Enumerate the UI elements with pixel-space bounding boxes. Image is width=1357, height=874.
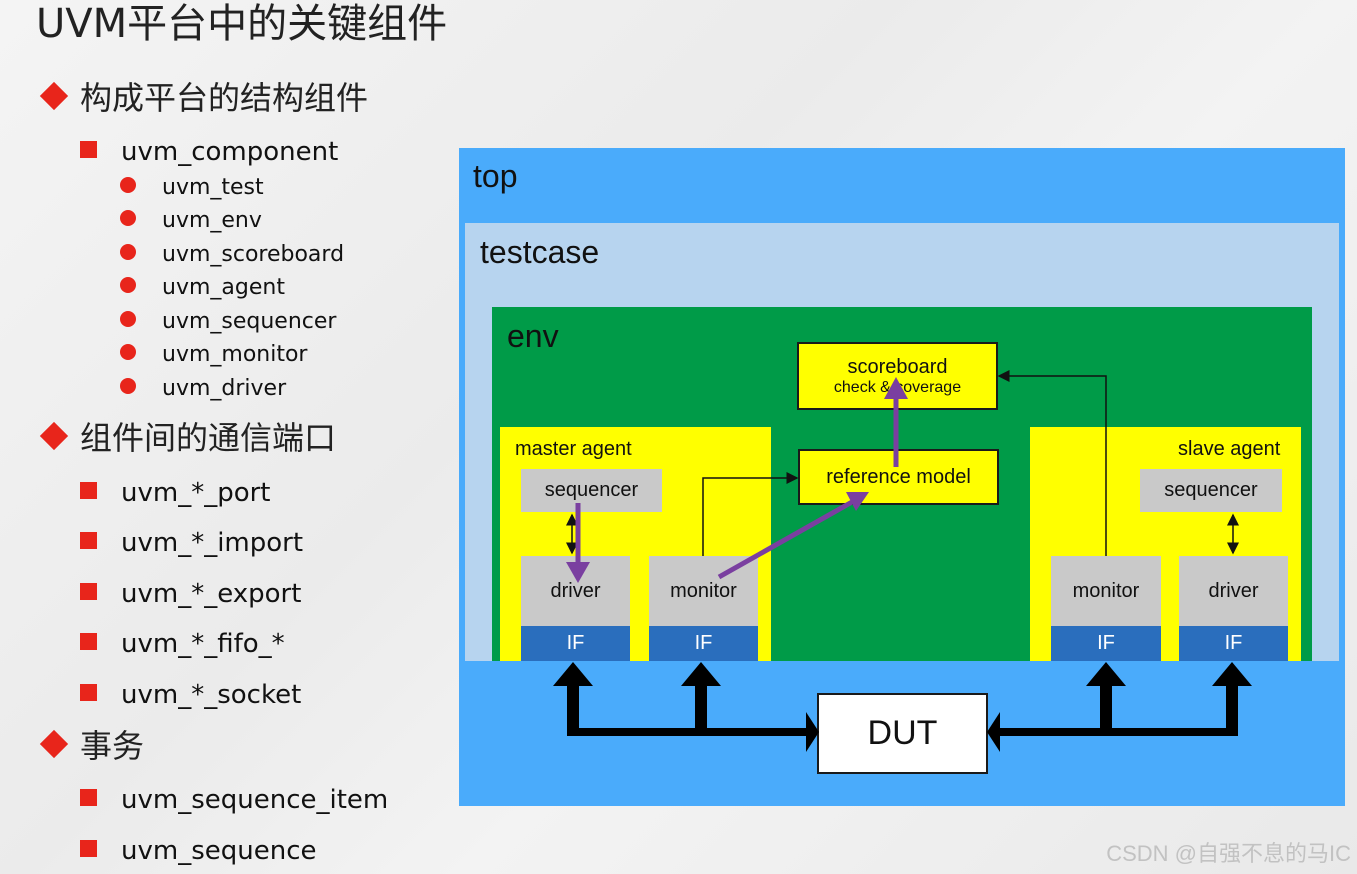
watermark: CSDN @自强不息的马IC bbox=[1106, 841, 1351, 866]
circle-bullet-icon bbox=[120, 378, 136, 394]
square-bullet-icon bbox=[80, 840, 97, 857]
outline-item-uvm-component: uvm_component bbox=[80, 136, 338, 168]
component-child-text: uvm_scoreboard bbox=[162, 242, 345, 267]
component-child-text: uvm_env bbox=[162, 208, 262, 233]
slave-sequencer: sequencer bbox=[1140, 469, 1282, 512]
square-bullet-icon bbox=[80, 633, 97, 650]
component-child-text: uvm_sequencer bbox=[162, 309, 337, 334]
testcase-label: testcase bbox=[480, 234, 600, 270]
transaction-item-text: uvm_sequence_item bbox=[121, 785, 389, 815]
component-child-text: uvm_monitor bbox=[162, 342, 308, 367]
port-item: uvm_*_fifo_* bbox=[80, 628, 285, 660]
reference-model-block: reference model bbox=[798, 449, 999, 505]
square-bullet-icon bbox=[80, 141, 97, 158]
monitor-to-scoreboard-line bbox=[997, 370, 1107, 556]
component-child-text: uvm_driver bbox=[162, 376, 287, 401]
slave-driver-if: IF bbox=[1179, 626, 1288, 661]
slave-monitor-if: IF bbox=[1051, 626, 1161, 661]
dut-left-bus bbox=[553, 662, 819, 752]
master-sequencer: sequencer bbox=[521, 469, 662, 512]
outline-heading-transaction-text: 事务 bbox=[80, 727, 145, 765]
outline-heading-structure: 构成平台的结构组件 bbox=[39, 78, 369, 118]
transaction-item: uvm_sequence bbox=[80, 835, 316, 867]
port-item-text: uvm_*_import bbox=[121, 528, 304, 558]
port-item: uvm_*_socket bbox=[80, 679, 301, 711]
page-title: UVM平台中的关键组件 bbox=[36, 1, 448, 47]
scoreboard-label: scoreboard bbox=[847, 356, 948, 378]
square-bullet-icon bbox=[80, 684, 97, 701]
square-bullet-icon bbox=[80, 583, 97, 600]
circle-bullet-icon bbox=[120, 244, 136, 260]
dut-right-bus bbox=[987, 662, 1252, 752]
outline-heading-transaction: 事务 bbox=[39, 726, 145, 766]
monitor-to-refmodel-line bbox=[702, 472, 799, 556]
master-driver-if: IF bbox=[521, 626, 630, 661]
port-item: uvm_*_port bbox=[80, 477, 271, 509]
component-child-item: uvm_agent bbox=[120, 274, 285, 302]
square-bullet-icon bbox=[80, 789, 97, 806]
component-child-item: uvm_monitor bbox=[120, 341, 307, 369]
env-label: env bbox=[507, 318, 559, 354]
purple-flow-arrows bbox=[566, 377, 908, 583]
component-child-item: uvm_test bbox=[120, 174, 264, 202]
dut-block: DUT bbox=[817, 693, 988, 774]
component-child-item: uvm_driver bbox=[120, 375, 286, 403]
circle-bullet-icon bbox=[120, 210, 136, 226]
master-monitor-if: IF bbox=[649, 626, 758, 661]
component-child-item: uvm_sequencer bbox=[120, 308, 336, 336]
port-item: uvm_*_import bbox=[80, 527, 303, 559]
port-item-text: uvm_*_export bbox=[121, 579, 302, 609]
square-bullet-icon bbox=[80, 482, 97, 499]
outline-heading-ports: 组件间的通信端口 bbox=[39, 418, 337, 458]
outline-heading-structure-text: 构成平台的结构组件 bbox=[80, 79, 369, 117]
transaction-item-text: uvm_sequence bbox=[121, 836, 317, 866]
port-item-text: uvm_*_port bbox=[121, 478, 271, 508]
outline-heading-ports-text: 组件间的通信端口 bbox=[80, 419, 337, 457]
component-child-item: uvm_scoreboard bbox=[120, 241, 344, 269]
component-child-text: uvm_agent bbox=[162, 275, 285, 300]
port-item-text: uvm_*_socket bbox=[121, 680, 302, 710]
slave-driver: driver bbox=[1179, 556, 1288, 626]
circle-bullet-icon bbox=[120, 177, 136, 193]
component-child-text: uvm_test bbox=[162, 175, 264, 200]
outline-item-text: uvm_component bbox=[121, 137, 339, 167]
circle-bullet-icon bbox=[120, 311, 136, 327]
top-label: top bbox=[473, 158, 518, 194]
component-child-item: uvm_env bbox=[120, 207, 262, 235]
circle-bullet-icon bbox=[120, 277, 136, 293]
port-item: uvm_*_export bbox=[80, 578, 301, 610]
circle-bullet-icon bbox=[120, 344, 136, 360]
port-item-text: uvm_*_fifo_* bbox=[121, 629, 285, 659]
slave-monitor: monitor bbox=[1051, 556, 1161, 626]
square-bullet-icon bbox=[80, 532, 97, 549]
master-agent-label: master agent bbox=[515, 438, 632, 460]
slave-agent-label: slave agent bbox=[1178, 438, 1281, 460]
transaction-item: uvm_sequence_item bbox=[80, 784, 388, 816]
